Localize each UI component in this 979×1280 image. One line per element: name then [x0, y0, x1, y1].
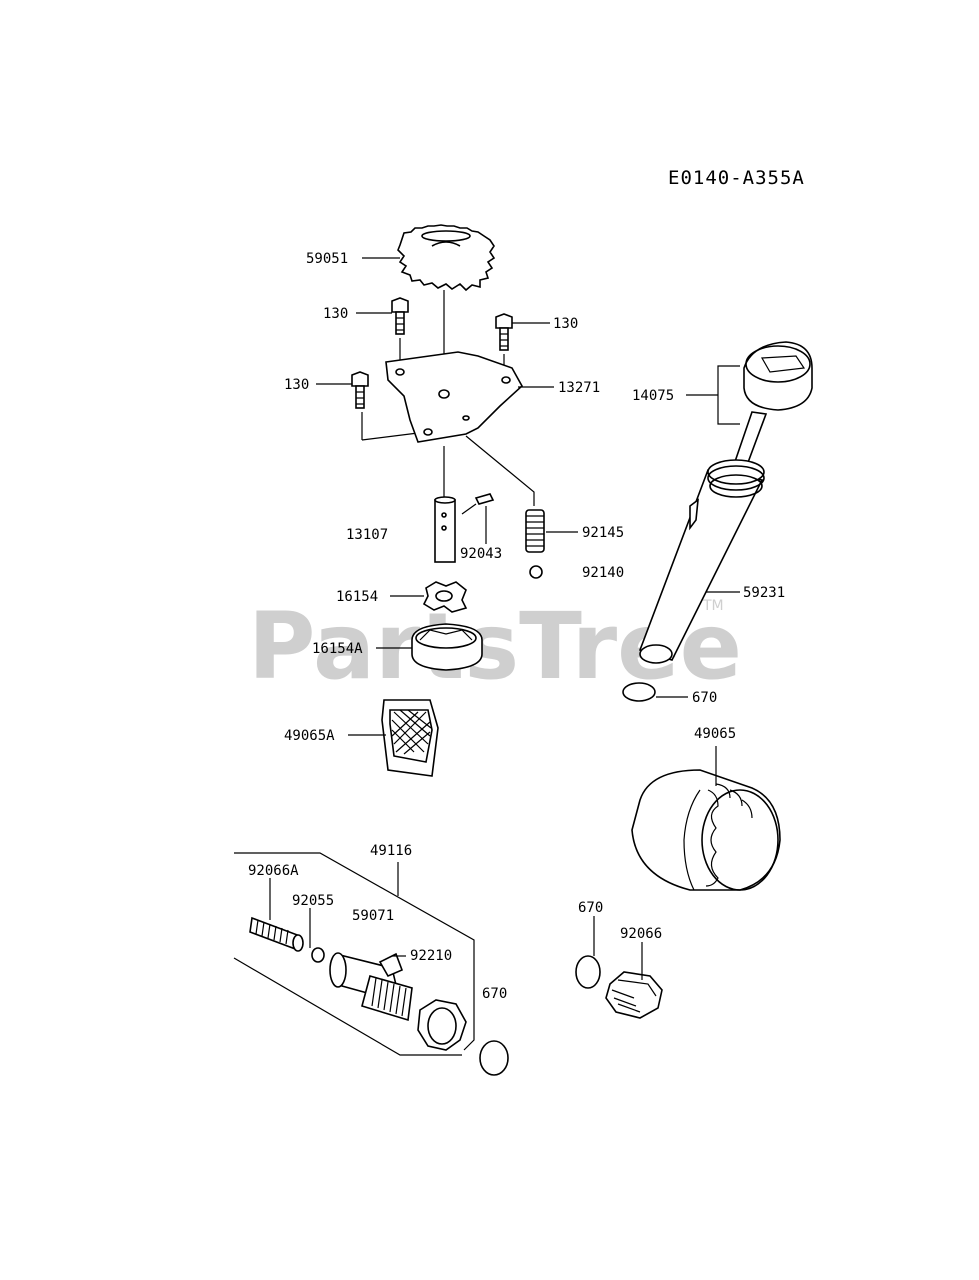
label-670-a: 670: [692, 690, 717, 706]
o-ring-670-b[interactable]: [479, 1040, 509, 1076]
label-59231: 59231: [743, 585, 785, 601]
ball-92140[interactable]: [529, 565, 543, 579]
gear-59051[interactable]: [397, 224, 496, 292]
o-ring-670-c[interactable]: [575, 955, 601, 989]
o-ring-670-a[interactable]: [622, 682, 656, 702]
label-92145: 92145: [582, 525, 624, 541]
label-16154a: 16154A: [312, 641, 363, 657]
label-13271: 13271: [558, 380, 600, 396]
label-14075: 14075: [632, 388, 674, 404]
label-49065a: 49065A: [284, 728, 335, 744]
pump-shaft-13107[interactable]: [434, 496, 456, 563]
label-670-b: 670: [482, 986, 507, 1002]
bolt-130-c[interactable]: [351, 371, 369, 409]
label-49065: 49065: [694, 726, 736, 742]
label-49116: 49116: [370, 843, 412, 859]
label-130-a: 130: [323, 306, 348, 322]
label-59051: 59051: [306, 251, 348, 267]
oil-screen-49065a[interactable]: [381, 699, 439, 777]
label-16154: 16154: [336, 589, 378, 605]
bolt-130-a[interactable]: [391, 297, 409, 335]
label-59071: 59071: [352, 908, 394, 924]
label-670-c: 670: [578, 900, 603, 916]
label-92210: 92210: [410, 948, 452, 964]
drain-valve-59071[interactable]: [329, 952, 413, 1022]
inner-rotor-16154[interactable]: [422, 581, 468, 613]
label-92066a: 92066A: [248, 863, 299, 879]
label-92066: 92066: [620, 926, 662, 942]
label-92043: 92043: [460, 546, 502, 562]
label-130-c: 130: [284, 377, 309, 393]
pin-92043[interactable]: [474, 493, 495, 505]
label-130-b: 130: [553, 316, 578, 332]
trademark: TM: [702, 598, 724, 614]
outer-rotor-16154a[interactable]: [411, 623, 483, 671]
bolt-130-b[interactable]: [495, 313, 513, 351]
diagram-code: E0140-A355A: [668, 167, 805, 189]
cover-plate-13271[interactable]: [385, 351, 524, 443]
label-92140: 92140: [582, 565, 624, 581]
o-ring-92055[interactable]: [311, 947, 325, 963]
spring-92145[interactable]: [525, 509, 545, 553]
oil-filter-49065[interactable]: [631, 769, 781, 891]
drain-cap-nut[interactable]: [417, 999, 467, 1051]
label-92055: 92055: [292, 893, 334, 909]
drain-plug-92066[interactable]: [605, 971, 663, 1019]
label-13107: 13107: [346, 527, 388, 543]
drain-plug-92066a[interactable]: [249, 916, 304, 952]
oil-filler-tube-59231[interactable]: [638, 459, 765, 664]
